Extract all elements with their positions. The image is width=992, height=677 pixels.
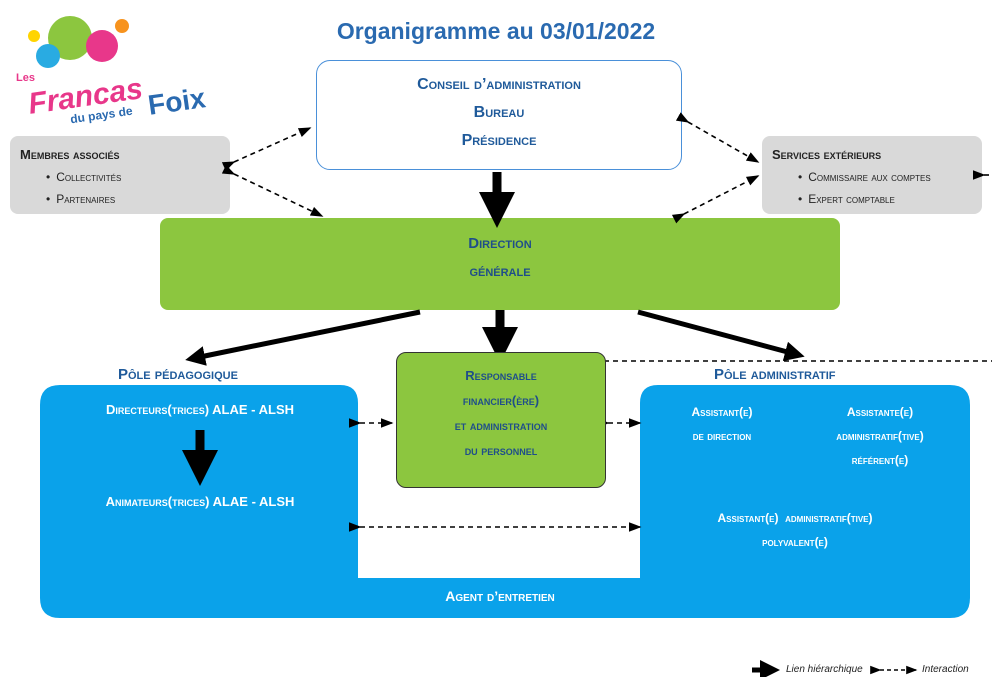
interaction-direction-services — [671, 175, 760, 224]
pole-pedagogique-label: Pôle pédagogique — [118, 366, 238, 383]
page-title: Organigramme au 03/01/2022 — [336, 18, 656, 44]
services-header: Services extérieurs — [772, 147, 882, 162]
assistante-referent-line2: administratif(tive) — [836, 429, 924, 443]
assistant-direction-line2: de direction — [692, 429, 752, 443]
conseil-line2: Bureau — [473, 104, 525, 121]
legend-hierarchique: Lien hiérarchique — [786, 664, 863, 675]
responsable-line4: du personnel — [464, 443, 538, 458]
membres-item: Collectivités — [20, 166, 220, 188]
conseil-line3: Présidence — [461, 132, 537, 149]
interaction-conseil-services — [675, 112, 760, 163]
assistant-polyvalent: Assistant(e) administratif(tive) polyval… — [660, 506, 930, 554]
responsable-box: Responsable financier(ère) et administra… — [396, 352, 606, 488]
membres-box: Membres associés Collectivités Partenair… — [10, 136, 230, 214]
logo-les: Les — [16, 72, 35, 84]
animateurs-label: Animateurs(trices) ALAE - ALSH — [105, 494, 295, 509]
responsable-line2: financier(ère) — [462, 393, 540, 408]
assistant-direction: Assistant(e) de direction — [662, 400, 782, 448]
assistante-referent: Assistante(e) administratif(tive) référe… — [802, 400, 958, 472]
arrow-direction-pole-peda — [185, 309, 421, 366]
direction-box: Direction générale — [160, 218, 840, 310]
arrow-direction-pole-admin — [637, 309, 805, 362]
legend-interaction: Interaction — [922, 664, 969, 675]
direction-line2: générale — [469, 263, 531, 280]
services-box: Services extérieurs Commissaire aux comp… — [762, 136, 982, 214]
interaction-membres-conseil — [221, 127, 312, 171]
assistante-referent-line1: Assistante(e) — [846, 405, 914, 419]
logo-graphic — [28, 16, 129, 68]
interaction-membres-direction — [221, 164, 324, 217]
assistant-direction-line1: Assistant(e) — [691, 405, 753, 419]
responsable-line1: Responsable — [465, 368, 537, 383]
direction-line1: Direction — [468, 235, 532, 252]
services-item: Commissaire aux comptes — [772, 166, 972, 188]
conseil-line1: Conseil d’administration — [417, 76, 581, 93]
directeurs-label: Directeurs(trices) ALAE - ALSH — [105, 402, 295, 417]
pole-administratif-label: Pôle administratif — [714, 366, 836, 383]
membres-item: Partenaires — [20, 188, 220, 210]
assistante-referent-line3: référent(e) — [851, 453, 909, 467]
responsable-line3: et administration — [454, 418, 548, 433]
agent-entretien-label: Agent d’entretien — [445, 588, 555, 604]
conseil-box: Conseil d’administration Bureau Présiden… — [316, 60, 682, 170]
services-item: Expert comptable — [772, 188, 972, 210]
assistant-polyvalent-line2: polyvalent(e) — [762, 535, 828, 549]
membres-header: Membres associés — [20, 147, 120, 162]
assistant-polyvalent-line1: Assistant(e) administratif(tive) — [717, 511, 873, 525]
logo: Les Francas du pays de Foix — [10, 8, 210, 128]
